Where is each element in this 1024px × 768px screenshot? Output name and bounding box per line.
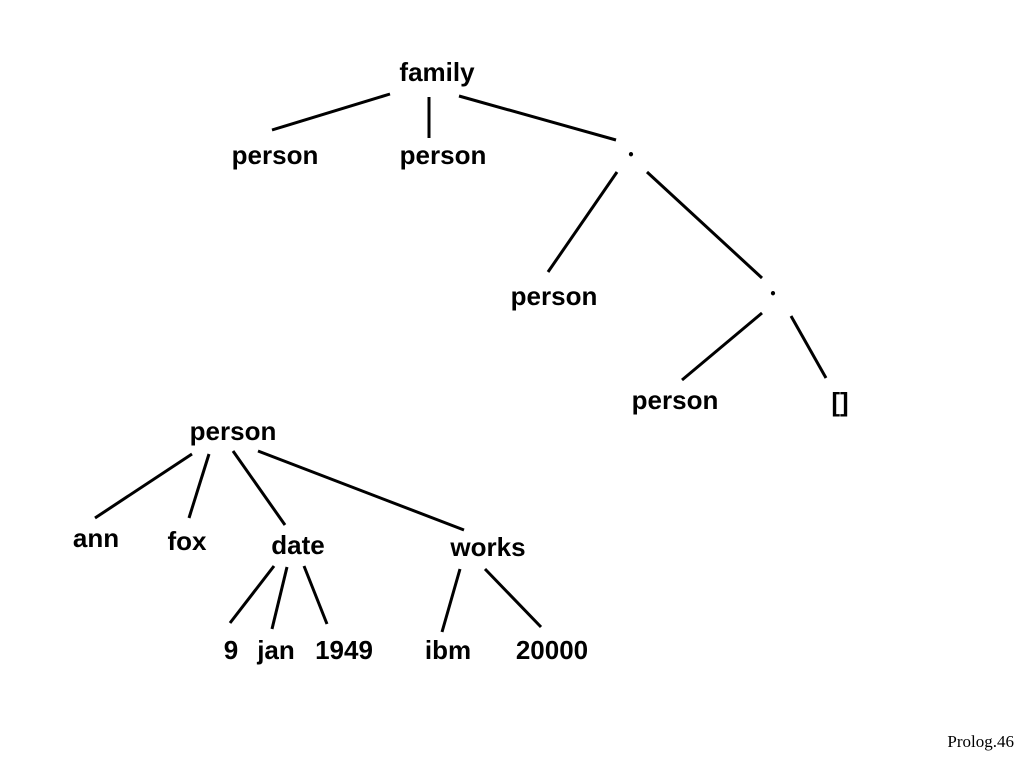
- edge-dot-2-person: [681, 311, 763, 382]
- node-company: ibm: [424, 635, 472, 665]
- edge-person-works: [257, 449, 465, 532]
- node-empty-list: []: [831, 387, 849, 417]
- edge-dot-2-empty-list: [789, 315, 828, 379]
- node-family-person-2: person: [399, 140, 487, 170]
- slide-label: Prolog.46: [947, 732, 1014, 751]
- node-year: 1949: [315, 635, 373, 665]
- node-family-person-1: person: [231, 140, 319, 170]
- node-cons-2-person: person: [631, 385, 719, 415]
- node-person-root: person: [189, 416, 277, 446]
- edge-works-salary: [483, 567, 543, 629]
- edge-date-year: [302, 565, 329, 625]
- edge-family-person-1: [271, 92, 391, 132]
- edge-person-fox: [187, 453, 211, 519]
- node-date: date: [271, 530, 325, 560]
- node-month: jan: [257, 635, 295, 665]
- node-salary: 20000: [515, 635, 589, 665]
- node-fox: fox: [167, 526, 207, 556]
- node-ann: ann: [72, 523, 120, 553]
- edge-dot-1-dot-2: [645, 170, 764, 280]
- node-list-cons-1: •: [627, 148, 635, 162]
- edge-dot-1-person: [546, 171, 619, 273]
- node-day: 9: [223, 635, 239, 665]
- edge-works-company: [440, 568, 462, 633]
- edge-family-dot-1: [458, 94, 617, 142]
- node-works: works: [450, 532, 526, 562]
- edge-date-day: [228, 565, 276, 624]
- node-family: family: [399, 57, 475, 87]
- edge-person-date: [231, 450, 287, 526]
- edge-person-ann: [94, 452, 193, 520]
- node-list-cons-2: •: [769, 287, 777, 301]
- node-cons-1-person: person: [510, 281, 598, 311]
- edge-date-month: [270, 566, 289, 630]
